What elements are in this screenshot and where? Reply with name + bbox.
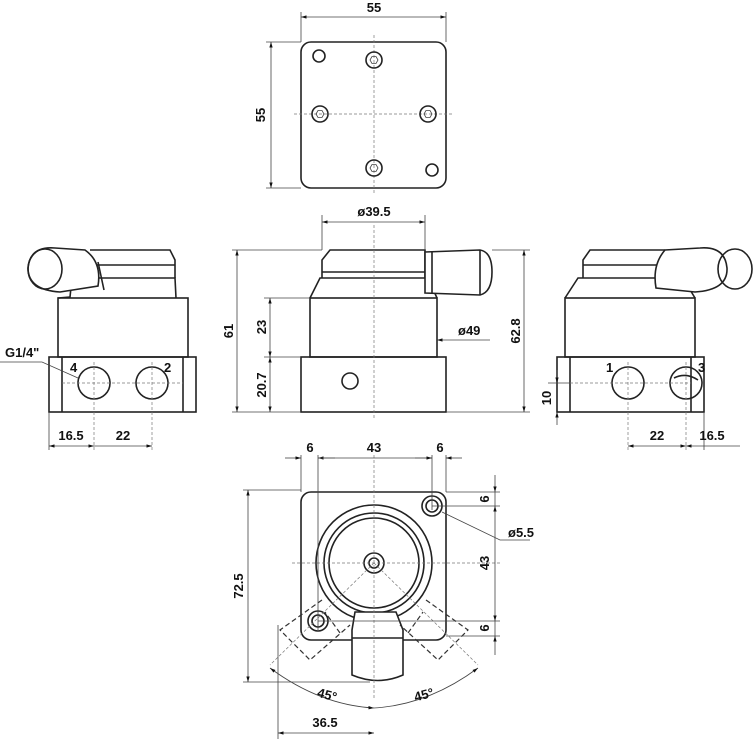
- dim-left-pitch: 22: [116, 428, 130, 443]
- handle-icon: [424, 249, 493, 296]
- dim-height-total: 61: [221, 324, 236, 338]
- top-view: 55 55: [253, 0, 454, 195]
- dim-bottom-height: 72.5: [231, 573, 246, 598]
- handle-knob-icon: [654, 247, 753, 293]
- handle-rotated-left: [279, 599, 351, 661]
- port-label-3: 3: [698, 360, 705, 375]
- dim-height-body: 23: [254, 320, 269, 334]
- bolt-hole-icon: [311, 51, 437, 177]
- dim-diameter-body: ø49: [458, 323, 480, 338]
- angle-left: 45°: [316, 685, 339, 705]
- dim-right-pitch: 22: [650, 428, 664, 443]
- dim-bottom-right: 6: [436, 440, 443, 455]
- bottom-view: 6 43 6 6 43 6 ø5.5 72.5 45° 45° 36.5: [231, 440, 534, 739]
- port-label-4: 4: [70, 360, 78, 375]
- dim-hole-diameter: ø5.5: [508, 525, 534, 540]
- front-view: ø39.5 61 23 20.7 ø49 62.8: [221, 204, 530, 420]
- left-view: 4 2 G1/4" 16.5 22: [0, 247, 197, 450]
- dim-right-bottom: 6: [477, 624, 492, 631]
- handle-icon: [351, 611, 404, 682]
- dim-bottom-left: 6: [306, 440, 313, 455]
- handle-knob-icon: [27, 247, 105, 293]
- dim-top-height: 55: [253, 108, 268, 122]
- angle-right: 45°: [412, 685, 435, 705]
- handle-rotated-right: [399, 599, 469, 661]
- port-label-1: 1: [606, 360, 613, 375]
- dim-height-handle: 62.8: [508, 318, 523, 343]
- dim-left-edge: 16.5: [58, 428, 83, 443]
- dim-right-mid: 43: [477, 556, 492, 570]
- dim-port-height: 10: [539, 391, 554, 405]
- dim-diameter-top: ø39.5: [357, 204, 390, 219]
- right-view: 1 3 22 16.5 10: [539, 247, 753, 450]
- thread-label: G1/4": [5, 345, 39, 360]
- dim-offset: 36.5: [312, 715, 337, 730]
- dim-right-top: 6: [477, 495, 492, 502]
- dim-right-edge: 16.5: [699, 428, 724, 443]
- dim-top-width: 55: [367, 0, 381, 15]
- dim-bottom-center: 43: [367, 440, 381, 455]
- port-label-2: 2: [164, 360, 171, 375]
- dim-height-base: 20.7: [254, 372, 269, 397]
